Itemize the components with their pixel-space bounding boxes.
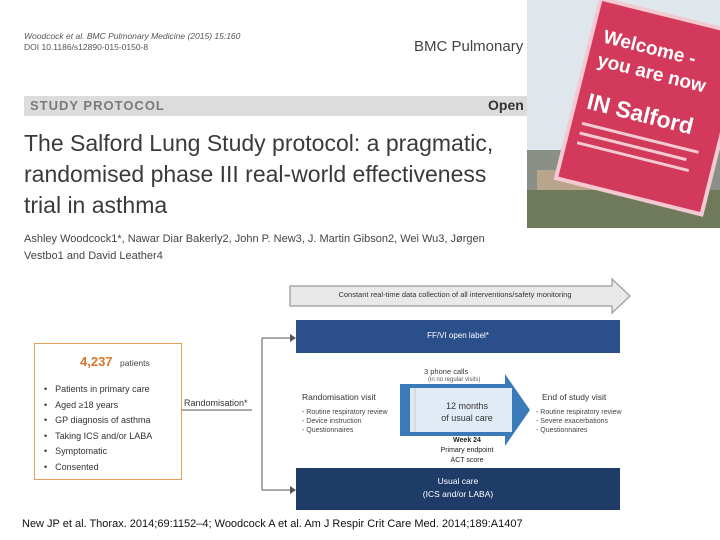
visit-item: Questionnaires <box>302 426 388 435</box>
criteria-item: Consented <box>44 460 152 476</box>
week-line: Week 24 <box>453 437 481 444</box>
week-line: ACT score <box>450 457 484 464</box>
citation-line: Woodcock et al. BMC Pulmonary Medicine (… <box>24 31 241 41</box>
usual-care-line-1: Usual care <box>437 476 479 486</box>
patient-word: patients <box>120 358 150 368</box>
arrowhead-ffvi <box>290 334 296 342</box>
randomisation-visit-list: Routine respiratory review Device instru… <box>302 408 388 435</box>
primary-endpoint: Week 24 Primary endpoint ACT score <box>420 436 514 466</box>
data-collection-label: Constant real-time data collection of al… <box>338 290 572 299</box>
patient-count: 4,237 <box>80 354 113 369</box>
data-collection-arrow <box>289 277 632 315</box>
open-access-label: Open <box>488 97 524 113</box>
paper-title: The Salford Lung Study protocol: a pragm… <box>24 130 494 218</box>
criteria-item: Aged ≥18 years <box>44 398 152 414</box>
visit-item: Questionnaires <box>536 426 622 435</box>
end-visit-list: Routine respiratory review Severe exacer… <box>536 408 622 435</box>
criteria-list: Patients in primary care Aged ≥18 years … <box>44 382 152 475</box>
visit-item: Device instruction <box>302 417 388 426</box>
phone-calls-note: (in no regular visits) <box>428 377 481 383</box>
usual-care-line-2: (ICS and/or LABA) <box>422 489 494 499</box>
ffvi-label: FF/VI open label* <box>427 331 489 340</box>
study-duration: 12 months of usual care <box>428 400 506 424</box>
criteria-item: GP diagnosis of asthma <box>44 413 152 429</box>
phone-calls-label: 3 phone calls <box>424 367 469 376</box>
arrowhead-usual <box>290 486 296 494</box>
reference-line: New JP et al. Thorax. 2014;69:1152–4; Wo… <box>22 518 523 530</box>
doi-line: DOI 10.1186/s12890-015-0150-8 <box>24 42 149 52</box>
criteria-item: Patients in primary care <box>44 382 152 398</box>
months-line-1: 12 months <box>445 401 489 411</box>
journal-name: BMC Pulmonary Medi <box>414 38 560 55</box>
criteria-item: Symptomatic <box>44 444 152 460</box>
salford-sign-photo: Welcome - you are now IN Salford <box>527 0 720 228</box>
visit-item: Routine respiratory review <box>536 408 621 417</box>
section-bar <box>24 96 550 116</box>
ffvi-bar <box>296 320 620 353</box>
visit-item: Routine respiratory review <box>302 408 387 417</box>
months-line-2: of usual care <box>441 413 493 423</box>
randomisation-label: Randomisation* <box>184 398 248 408</box>
paper-authors: Ashley Woodcock1*, Nawar Diar Bakerly2, … <box>24 233 485 262</box>
usual-care-label: Usual care (ICS and/or LABA) <box>296 475 620 501</box>
randomisation-visit-title: Randomisation visit <box>302 392 376 402</box>
visit-item: Severe exacerbations <box>536 417 622 426</box>
section-label: STUDY PROTOCOL <box>30 98 165 113</box>
week-line: Primary endpoint <box>440 447 494 454</box>
criteria-item: Taking ICS and/or LABA <box>44 429 152 445</box>
end-visit-title: End of study visit <box>542 392 607 402</box>
usual-care-bar <box>296 468 620 510</box>
